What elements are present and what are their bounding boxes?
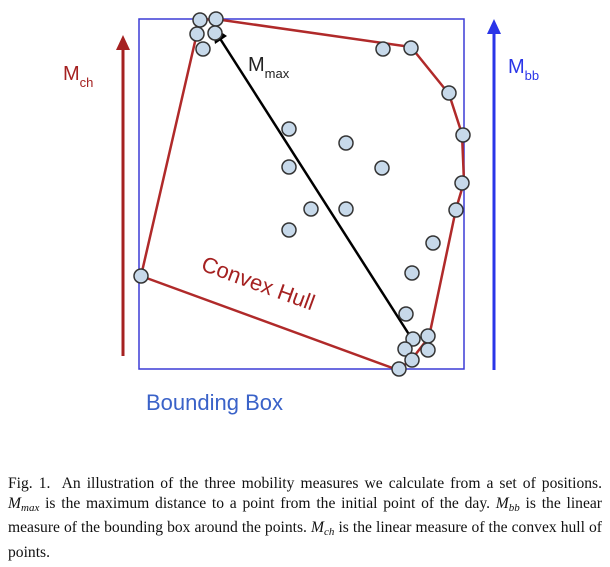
caption-mch-sub: ch xyxy=(324,526,335,538)
caption-sentence-1: An illustration of the three mobility me… xyxy=(61,475,603,492)
convex-hull-polygon xyxy=(139,17,466,372)
caption-sentence-4: is the linear measure of the convex hull… xyxy=(8,519,602,561)
position-points xyxy=(133,11,471,377)
position-point xyxy=(441,85,457,101)
position-point xyxy=(281,159,297,175)
position-point xyxy=(189,26,205,42)
position-point xyxy=(133,268,149,284)
position-point xyxy=(281,121,297,137)
position-point xyxy=(420,328,436,344)
m-max-arrow xyxy=(217,36,412,337)
position-point xyxy=(375,41,391,57)
caption-mbb-symbol: M xyxy=(495,494,509,512)
bounding-box-label: Bounding Box xyxy=(146,390,283,415)
position-point xyxy=(192,12,208,28)
m-ch-label: Mch xyxy=(63,63,93,90)
caption-mch-symbol: M xyxy=(311,519,325,536)
position-point xyxy=(425,235,441,251)
position-point xyxy=(403,40,419,56)
convex-hull-label: Convex Hull xyxy=(198,251,318,315)
position-point xyxy=(455,127,471,143)
caption-sentence-3: is the linear measure of the bounding bo… xyxy=(8,494,603,537)
figure-caption: Fig. 1. An illustration of the three mob… xyxy=(8,474,602,562)
position-point xyxy=(404,352,420,368)
position-point xyxy=(195,41,211,57)
position-point xyxy=(420,342,436,358)
m-ch-arrowhead xyxy=(116,35,130,50)
position-point xyxy=(405,331,421,347)
bounding-box-rect xyxy=(138,18,465,370)
caption-mmax-symbol: M xyxy=(8,494,21,512)
position-point xyxy=(397,341,413,357)
position-point xyxy=(454,175,470,191)
position-point xyxy=(303,201,319,217)
position-point xyxy=(404,265,420,281)
position-point xyxy=(374,160,390,176)
m-bb-arrowhead xyxy=(487,19,501,34)
mobility-figure: Mmax Mch Mbb Convex Hull Bounding Box xyxy=(63,11,539,415)
caption-sentence-2: is the maximum distance to a point from … xyxy=(45,494,491,512)
caption-fig-label: Fig. 1. xyxy=(8,475,51,492)
position-point xyxy=(208,11,224,27)
caption-mbb-sub: bb xyxy=(508,501,520,514)
m-max-label: Mmax xyxy=(248,54,290,81)
position-point xyxy=(338,135,354,151)
caption-mmax-sub: max xyxy=(21,501,40,514)
position-point xyxy=(207,25,223,41)
position-point xyxy=(391,361,407,377)
position-point xyxy=(281,222,297,238)
position-point xyxy=(338,201,354,217)
position-point xyxy=(398,306,414,322)
position-point xyxy=(448,202,464,218)
m-bb-label: Mbb xyxy=(508,56,539,83)
